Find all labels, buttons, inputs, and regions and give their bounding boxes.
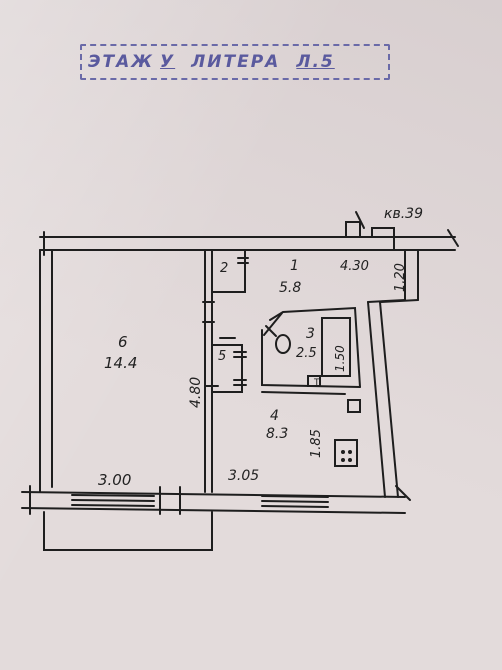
apartment-label: кв.39 [384, 206, 423, 222]
dim-bath-length: 1.50 [333, 345, 347, 372]
dim-room-6-height: 4.80 [188, 377, 204, 408]
stamp-floor-value: У [160, 52, 176, 72]
dim-entry-width: 1.20 [393, 263, 408, 292]
stamp-litera-word: ЛИТЕРА [191, 52, 281, 72]
room-6-number: 6 [118, 333, 128, 351]
floor-stamp: ЭТАЖ У ЛИТЕРА Л.5 [80, 44, 390, 80]
room-3-area: 2.5 [296, 346, 317, 361]
room-4-number: 4 [270, 408, 279, 424]
bathtub [321, 317, 351, 377]
window-room-6 [71, 494, 155, 507]
svg-text:T: T [313, 378, 320, 388]
balcony [43, 511, 213, 551]
room-4-area: 8.3 [266, 426, 288, 442]
room-1-number: 1 [290, 258, 299, 274]
dim-room-4-width: 3.05 [228, 468, 259, 484]
bottom-wall-inner [21, 507, 406, 514]
stamp-floor-word: ЭТАЖ [88, 52, 155, 72]
window-room-4 [261, 495, 329, 508]
room-3-number: 3 [306, 326, 315, 342]
room-2-number: 2 [220, 261, 228, 276]
stamp-litera-value: Л.5 [296, 52, 335, 72]
stove [334, 439, 358, 467]
bottom-wall-outer [21, 491, 406, 498]
room-5-number: 5 [218, 349, 226, 364]
room-1-area: 5.8 [279, 280, 301, 296]
room-6-area: 14.4 [104, 354, 137, 372]
dim-corridor-length: 4.30 [340, 259, 369, 274]
dim-room-4-height: 1.85 [309, 429, 324, 458]
toilet [275, 334, 291, 354]
dim-room-6-width: 3.00 [98, 471, 131, 489]
